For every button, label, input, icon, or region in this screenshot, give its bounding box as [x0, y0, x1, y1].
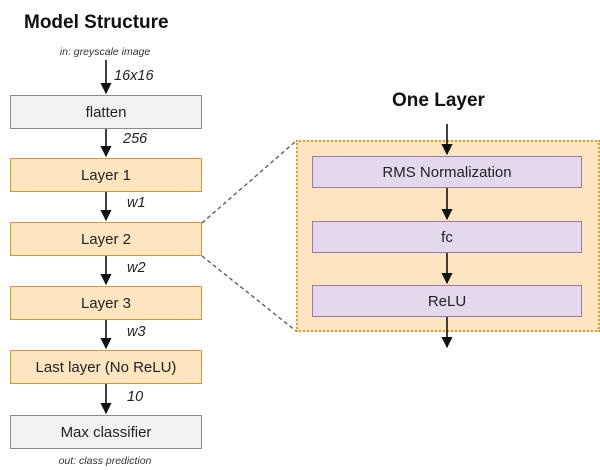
zoom-line-top: [201, 140, 297, 224]
edge-label-w1: w1: [127, 195, 146, 211]
output-note: out: class prediction: [58, 455, 152, 467]
layer-2-box: Layer 2: [10, 222, 202, 256]
edge-label-last-out: 10: [127, 389, 144, 405]
max-classifier-box: Max classifier: [10, 415, 202, 449]
one-layer-title: One Layer: [392, 90, 485, 111]
fc-box: fc: [312, 221, 582, 253]
relu-box: ReLU: [312, 285, 582, 317]
flatten-box: flatten: [10, 95, 202, 129]
edge-label-flatten-out: 256: [123, 131, 148, 147]
layer-3-box: Layer 3: [10, 286, 202, 320]
rms-normalization-box: RMS Normalization: [312, 156, 582, 188]
edge-label-w2: w2: [127, 260, 146, 276]
edge-label-input: 16x16: [114, 68, 154, 84]
edge-label-w3: w3: [127, 324, 146, 340]
input-note: in: greyscale image: [59, 46, 151, 58]
layer-1-box: Layer 1: [10, 158, 202, 192]
zoom-line-bottom: [201, 255, 297, 332]
model-structure-title: Model Structure: [24, 12, 169, 33]
last-layer-box: Last layer (No ReLU): [10, 350, 202, 384]
